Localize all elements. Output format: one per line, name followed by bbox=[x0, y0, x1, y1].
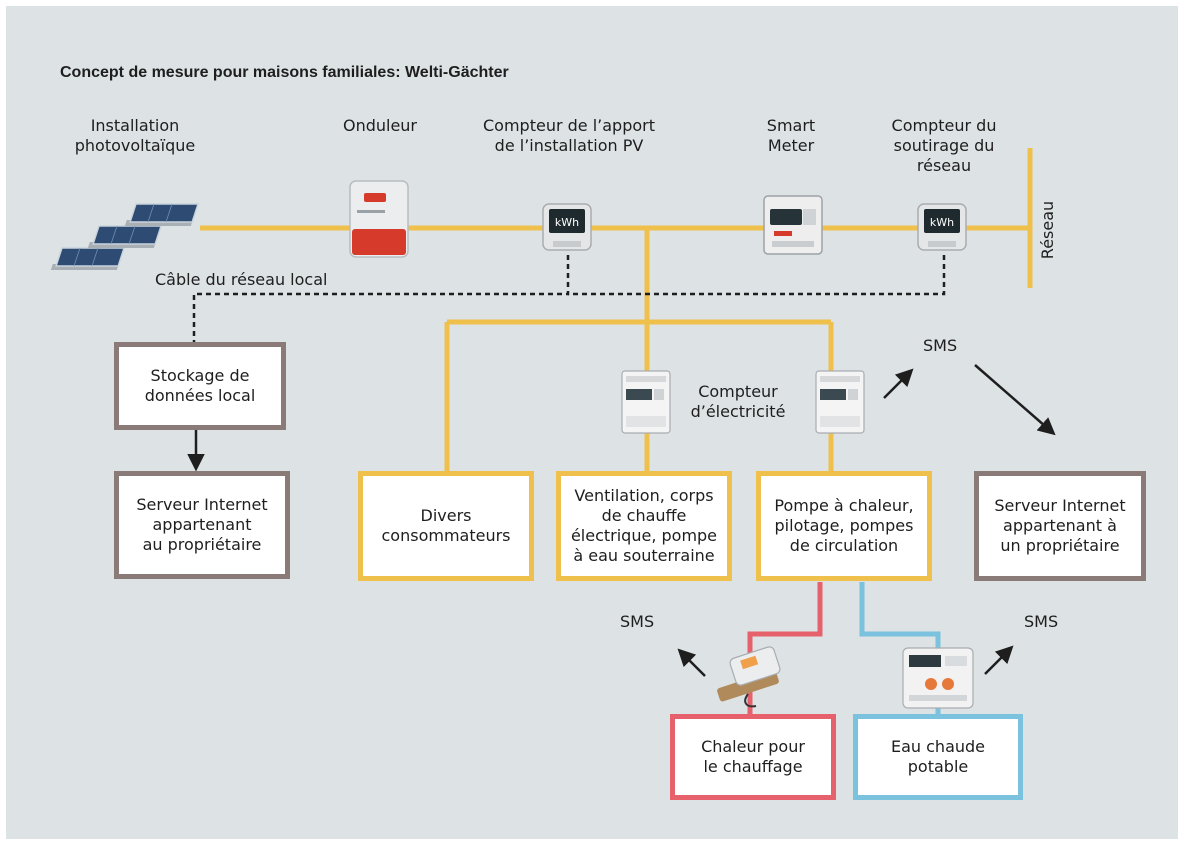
power-lines bbox=[200, 148, 1033, 472]
misc-consumers-box: Divers consommateurs bbox=[358, 471, 534, 581]
provider-server-box: Serveur Internet appartenant à un propri… bbox=[974, 471, 1146, 581]
inverter-icon bbox=[349, 180, 409, 258]
hot-water-box-label: Eau chaude potable bbox=[890, 737, 986, 776]
grid-meter-label: Compteur du soutirage du réseau bbox=[891, 116, 997, 175]
sms-to-server-arrow bbox=[974, 364, 1056, 436]
smart-meter-label: Smart Meter bbox=[766, 116, 816, 155]
sms-label-water: SMS bbox=[1024, 612, 1059, 631]
local-cable-label: Câble du réseau local bbox=[155, 270, 328, 289]
heating-box: Chaleur pour le chauffage bbox=[670, 714, 836, 800]
solar-panels-icon bbox=[50, 203, 199, 270]
grid-meter-display: kWh bbox=[930, 216, 954, 229]
ventilation-box-label: Ventilation, corps de chauffe électrique… bbox=[570, 486, 718, 565]
heat-meter-icon bbox=[717, 646, 781, 708]
sms-arrow-water bbox=[984, 645, 1014, 675]
owner-server-box: Serveur Internet appartenant au propriét… bbox=[114, 471, 290, 579]
heating-box-label: Chaleur pour le chauffage bbox=[701, 737, 805, 776]
misc-consumers-box-label: Divers consommateurs bbox=[381, 506, 511, 545]
heat-pump-box-label: Pompe à chaleur, pilotage, pompes de cir… bbox=[774, 496, 914, 555]
heat-pump-box: Pompe à chaleur, pilotage, pompes de cir… bbox=[756, 471, 932, 581]
grid-label: Réseau bbox=[1038, 200, 1057, 260]
pv-meter-label: Compteur de l’apport de l’installation P… bbox=[483, 116, 655, 155]
sms-label-heating: SMS bbox=[620, 612, 655, 631]
pv-label: Installation photovoltaïque bbox=[74, 116, 196, 155]
owner-server-box-label: Serveur Internet appartenant au propriét… bbox=[136, 495, 268, 554]
din-meter-icon-right bbox=[815, 370, 865, 434]
grid-meter-icon: kWh bbox=[917, 203, 967, 251]
smart-meter-icon bbox=[763, 195, 823, 255]
local-network-cable bbox=[192, 255, 570, 342]
water-meter-icon bbox=[902, 647, 974, 709]
storage-box: Stockage de données local bbox=[114, 342, 286, 430]
heating-line bbox=[747, 582, 823, 715]
hot-water-box: Eau chaude potable bbox=[853, 714, 1023, 800]
storage-box-label: Stockage de données local bbox=[144, 366, 256, 405]
ventilation-box: Ventilation, corps de chauffe électrique… bbox=[556, 471, 732, 581]
sms-arrow-meter bbox=[883, 368, 914, 399]
pv-meter-display: kWh bbox=[555, 216, 579, 229]
diagram-title: Concept de mesure pour maisons familiale… bbox=[60, 64, 509, 81]
sms-label-meter: SMS bbox=[923, 336, 958, 355]
pv-meter-icon: kWh bbox=[542, 203, 592, 251]
din-meter-icon-center bbox=[621, 370, 671, 434]
provider-server-box-label: Serveur Internet appartenant à un propri… bbox=[994, 496, 1126, 555]
electricity-meter-label: Compteur d’électricité bbox=[690, 382, 786, 421]
sms-arrow-heating bbox=[677, 648, 706, 677]
local-network-cable-branch bbox=[568, 255, 946, 296]
inverter-label: Onduleur bbox=[342, 116, 418, 135]
